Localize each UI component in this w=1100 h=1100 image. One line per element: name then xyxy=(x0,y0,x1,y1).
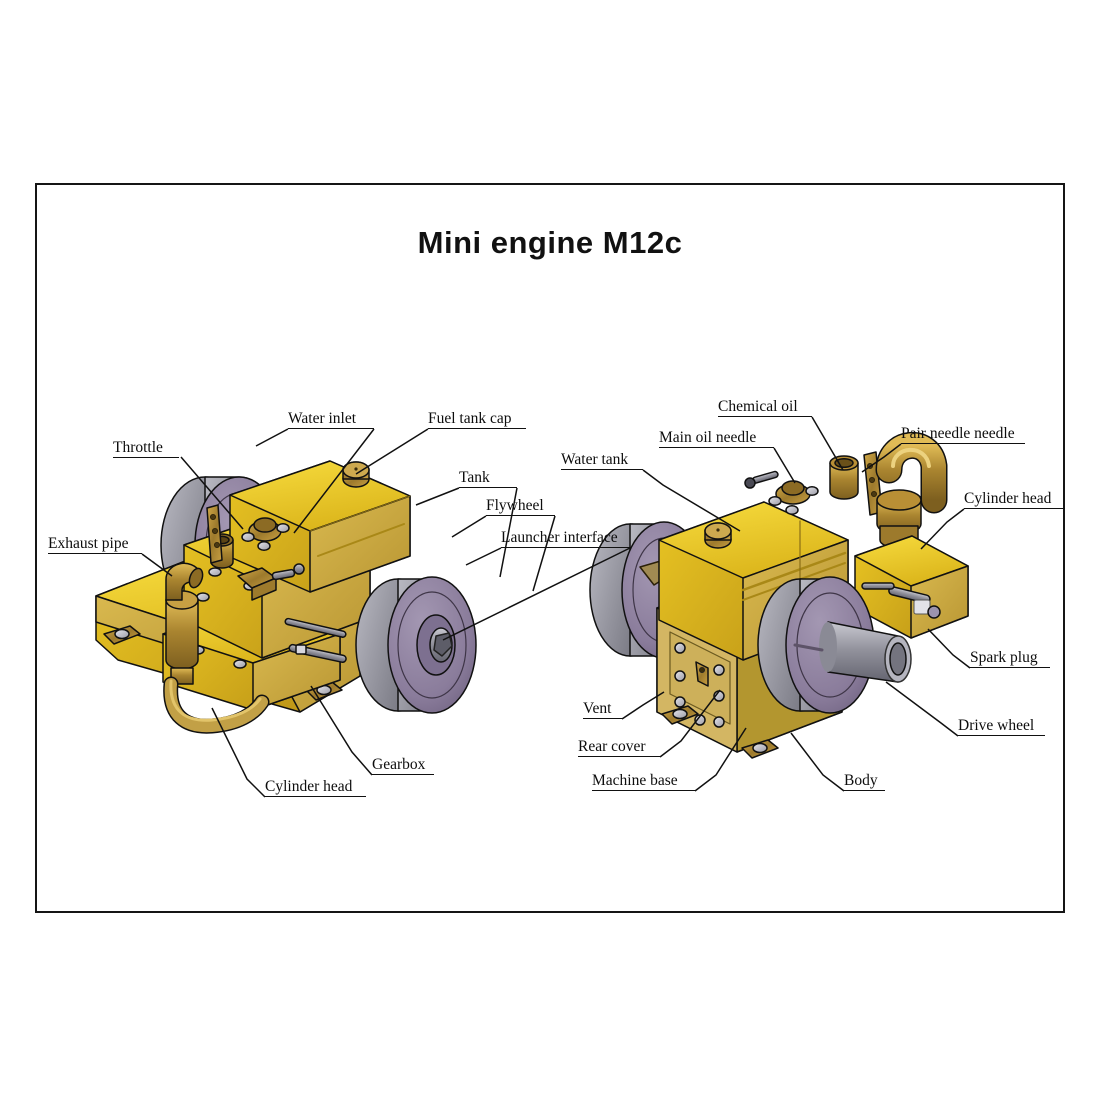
callout-label-main-oil-needle: Main oil needle xyxy=(659,429,774,449)
callout-label-machine-base: Machine base xyxy=(592,772,695,792)
callout-label-water-inlet: Water inlet xyxy=(288,410,374,430)
callout-label-cylinder-head-l: Cylinder head xyxy=(265,778,366,798)
callout-label-water-tank: Water tank xyxy=(561,451,643,471)
callout-label-pair-needle-needle: Pair needle needle xyxy=(901,425,1025,445)
callout-label-spark-plug: Spark plug xyxy=(970,649,1050,669)
callout-label-chemical-oil: Chemical oil xyxy=(718,398,812,418)
callout-label-drive-wheel: Drive wheel xyxy=(958,717,1045,737)
callout-label-tank: Tank xyxy=(459,469,517,489)
callout-label-launcher-interface: Launcher interface xyxy=(501,529,630,549)
callout-label-flywheel: Flywheel xyxy=(486,497,555,517)
callout-label-throttle: Throttle xyxy=(113,439,179,459)
callout-label-vent: Vent xyxy=(583,700,622,720)
callout-label-gearbox: Gearbox xyxy=(372,756,434,776)
callout-label-cylinder-head-r: Cylinder head xyxy=(964,490,1065,510)
callout-label-fuel-tank-cap: Fuel tank cap xyxy=(428,410,526,430)
callout-label-rear-cover: Rear cover xyxy=(578,738,660,758)
callout-label-body: Body xyxy=(844,772,885,792)
callout-label-exhaust-pipe: Exhaust pipe xyxy=(48,535,142,555)
page-title: Mini engine M12c xyxy=(417,225,683,260)
